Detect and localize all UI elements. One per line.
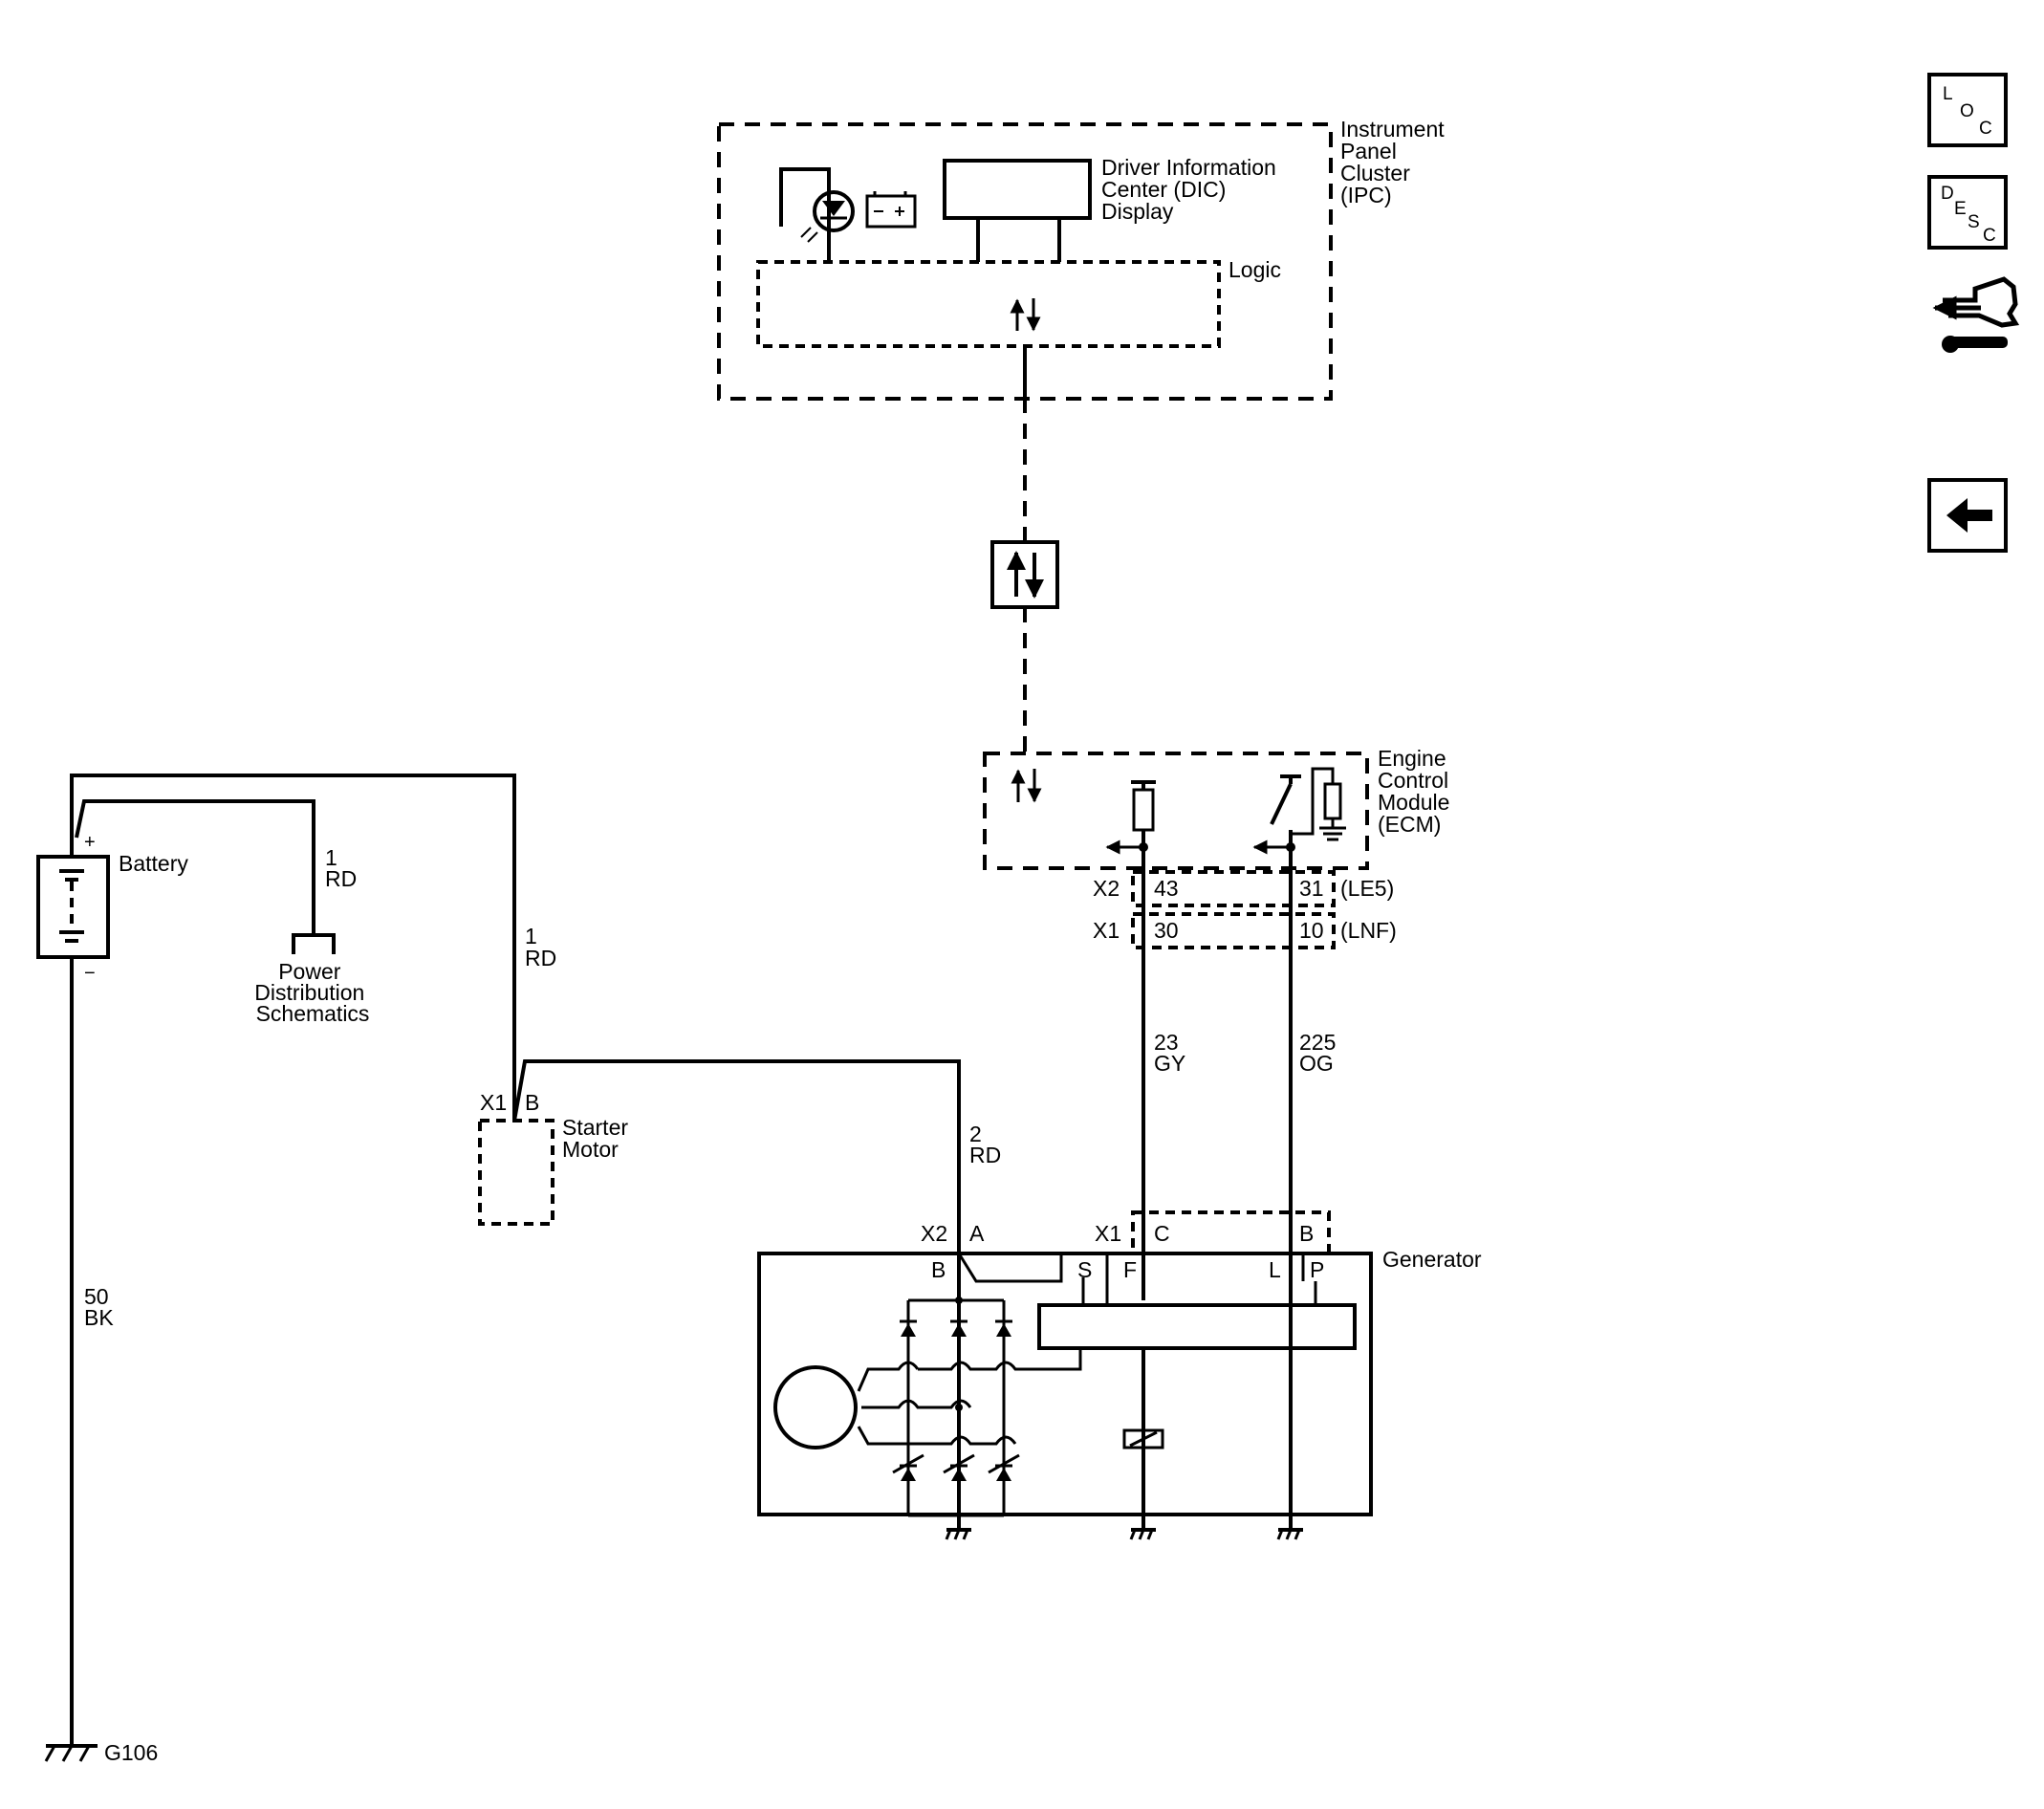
logic-label: Logic <box>1229 257 1281 282</box>
connector-icon[interactable] <box>1932 276 2020 353</box>
ground-label: G106 <box>104 1740 158 1765</box>
generator-pin-c: C <box>1154 1221 1170 1246</box>
battery-plus: + <box>84 832 96 853</box>
starter-motor: X1 B Starter Motor <box>478 1090 634 1226</box>
wire-battery-to-starter <box>70 774 516 1121</box>
ground-g106-symbol: G106 <box>44 1740 158 1765</box>
terminal-b: B <box>931 1257 946 1282</box>
ecm-pin-31: 31 <box>1299 876 1324 901</box>
wire-label-23-gy: 23 GY <box>1154 1030 1185 1076</box>
svg-text:D: D <box>1941 184 1954 204</box>
svg-text:L: L <box>1943 84 1953 104</box>
ecm-connectors: X2 43 31 (LE5) X1 30 10 (LNF) <box>1093 870 1397 949</box>
location-button[interactable]: L O C <box>1927 73 2008 147</box>
serial-data-module-icon <box>990 540 1059 609</box>
starter-label: Starter Motor <box>562 1115 634 1162</box>
ecm-lamp-switch <box>1252 767 1346 855</box>
serial-data-arrows-icon <box>1010 298 1041 332</box>
back-button[interactable] <box>1927 478 2008 553</box>
generator: Generator X2 A X1 C B B S F L P <box>757 1210 1482 1530</box>
generator-grounds <box>945 1528 1303 1540</box>
svg-text:O: O <box>1960 101 1974 121</box>
back-arrow-icon <box>1946 498 1992 533</box>
terminal-s: S <box>1077 1257 1092 1282</box>
generator-pin-b: B <box>1299 1221 1314 1246</box>
svg-text:S: S <box>1968 212 1980 232</box>
rectifier-bridge <box>857 1297 1082 1517</box>
battery-warning-icon <box>865 191 917 229</box>
power-distribution-reference: Power Distribution Schematics <box>254 933 370 1026</box>
wire-label-1-rd-power: 1 RD <box>325 845 357 891</box>
wire-label-225-og: 225 OG <box>1299 1030 1342 1076</box>
ecm-serial-arrows-icon <box>1011 769 1042 803</box>
battery: Battery + − <box>36 832 188 984</box>
dic-display: Driver Information Center (DIC) Display <box>943 155 1282 262</box>
wire-label-50-bk: 50 BK <box>84 1284 115 1330</box>
svg-text:C: C <box>1983 226 1996 246</box>
ecm-pin-30: 30 <box>1154 918 1179 943</box>
ecm-pin-43: 43 <box>1154 876 1179 901</box>
generator-connector-x2: X2 <box>921 1221 947 1246</box>
ecm-variant-lnf: (LNF) <box>1340 918 1397 943</box>
terminal-l: L <box>1269 1257 1281 1282</box>
wire-label-1-rd-starter: 1 RD <box>525 924 556 970</box>
svg-text:E: E <box>1954 199 1967 219</box>
power-distribution-label: Power Distribution Schematics <box>254 959 370 1026</box>
instrument-panel-cluster: Instrument Panel Cluster (IPC) <box>717 117 1450 401</box>
ecm-connector-x1: X1 <box>1093 918 1120 943</box>
ecm-label: Engine Control Module (ECM) <box>1378 746 1456 837</box>
charge-indicator-lamp <box>779 167 855 262</box>
generator-pin-a: A <box>969 1221 985 1246</box>
terminal-p: P <box>1310 1257 1324 1282</box>
stator-icon <box>773 1365 858 1449</box>
generator-connector-x1: X1 <box>1095 1221 1121 1246</box>
dic-label: Driver Information Center (DIC) Display <box>1101 155 1282 224</box>
starter-pin-b: B <box>525 1090 539 1115</box>
ecm-pin-10: 10 <box>1299 918 1324 943</box>
rotor-field-icon <box>1122 1428 1164 1449</box>
generator-label: Generator <box>1382 1247 1482 1272</box>
ipc-label: Instrument Panel Cluster (IPC) <box>1340 117 1450 207</box>
wire-starter-to-generator <box>512 1059 961 1253</box>
wire-battery-to-power-dist <box>75 799 315 935</box>
engine-control-module: Engine Control Module (ECM) <box>983 746 1456 870</box>
description-button[interactable]: D E S C <box>1927 175 2008 250</box>
ipc-logic: Logic <box>756 257 1281 348</box>
terminal-f: F <box>1123 1257 1137 1282</box>
starter-connector-x1: X1 <box>480 1090 507 1115</box>
svg-text:C: C <box>1979 119 1992 139</box>
battery-label: Battery <box>119 851 188 876</box>
ecm-field-driver <box>1105 780 1156 855</box>
ecm-connector-x2: X2 <box>1093 876 1120 901</box>
battery-minus: − <box>84 963 96 984</box>
voltage-regulator <box>1037 1303 1357 1350</box>
wire-label-2-rd: 2 RD <box>969 1122 1001 1167</box>
ecm-variant-le5: (LE5) <box>1340 876 1394 901</box>
